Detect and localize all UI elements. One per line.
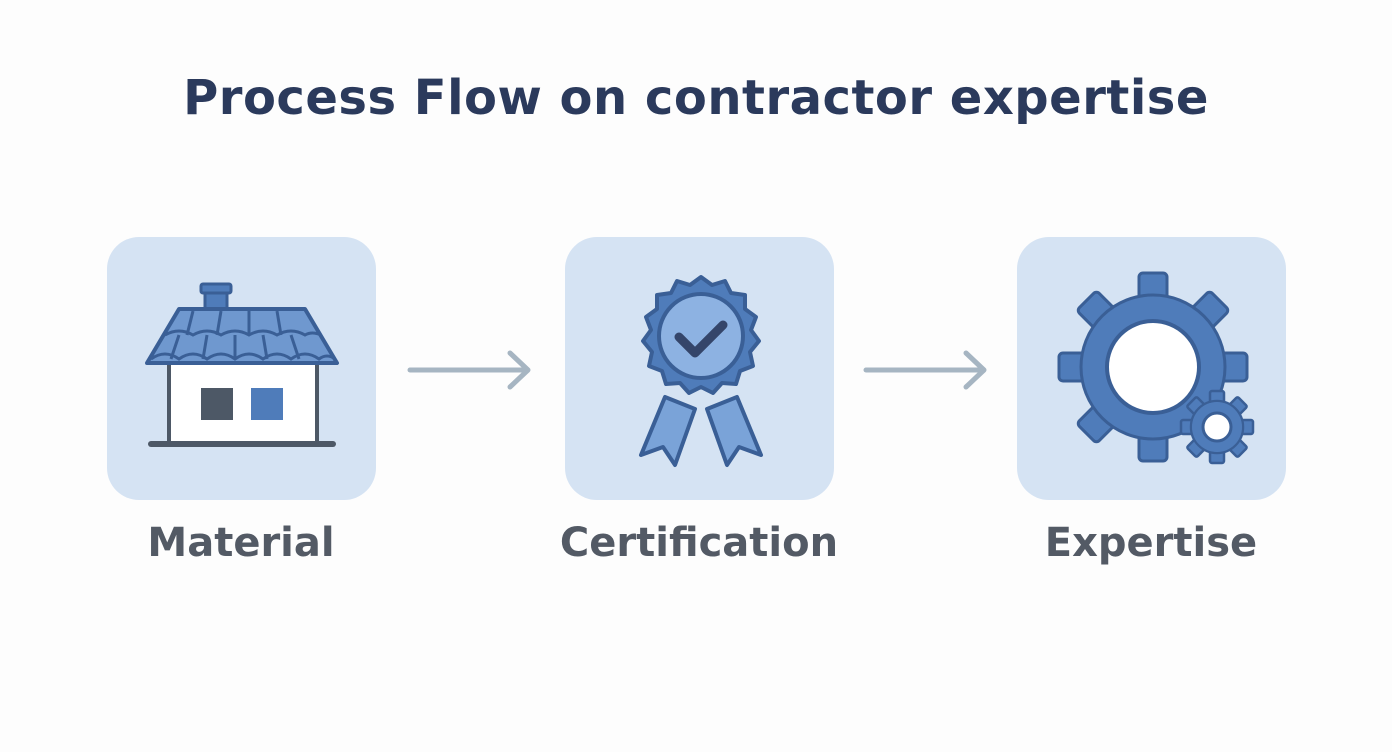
- step-card-certification: [565, 237, 834, 500]
- house-icon: [145, 282, 339, 447]
- step-label-certification: Certification: [559, 520, 839, 566]
- arrow-right-icon: [407, 350, 531, 390]
- step-card-material: [107, 237, 376, 500]
- award-ribbon-icon: [639, 275, 763, 467]
- step-label-material: Material: [147, 520, 335, 566]
- step-label-expertise: Expertise: [1044, 520, 1258, 566]
- page-title: Process Flow on contractor expertise: [183, 70, 1209, 126]
- arrow-right-icon: [863, 350, 987, 390]
- gears-icon: [1057, 271, 1255, 465]
- step-card-expertise: [1017, 237, 1286, 500]
